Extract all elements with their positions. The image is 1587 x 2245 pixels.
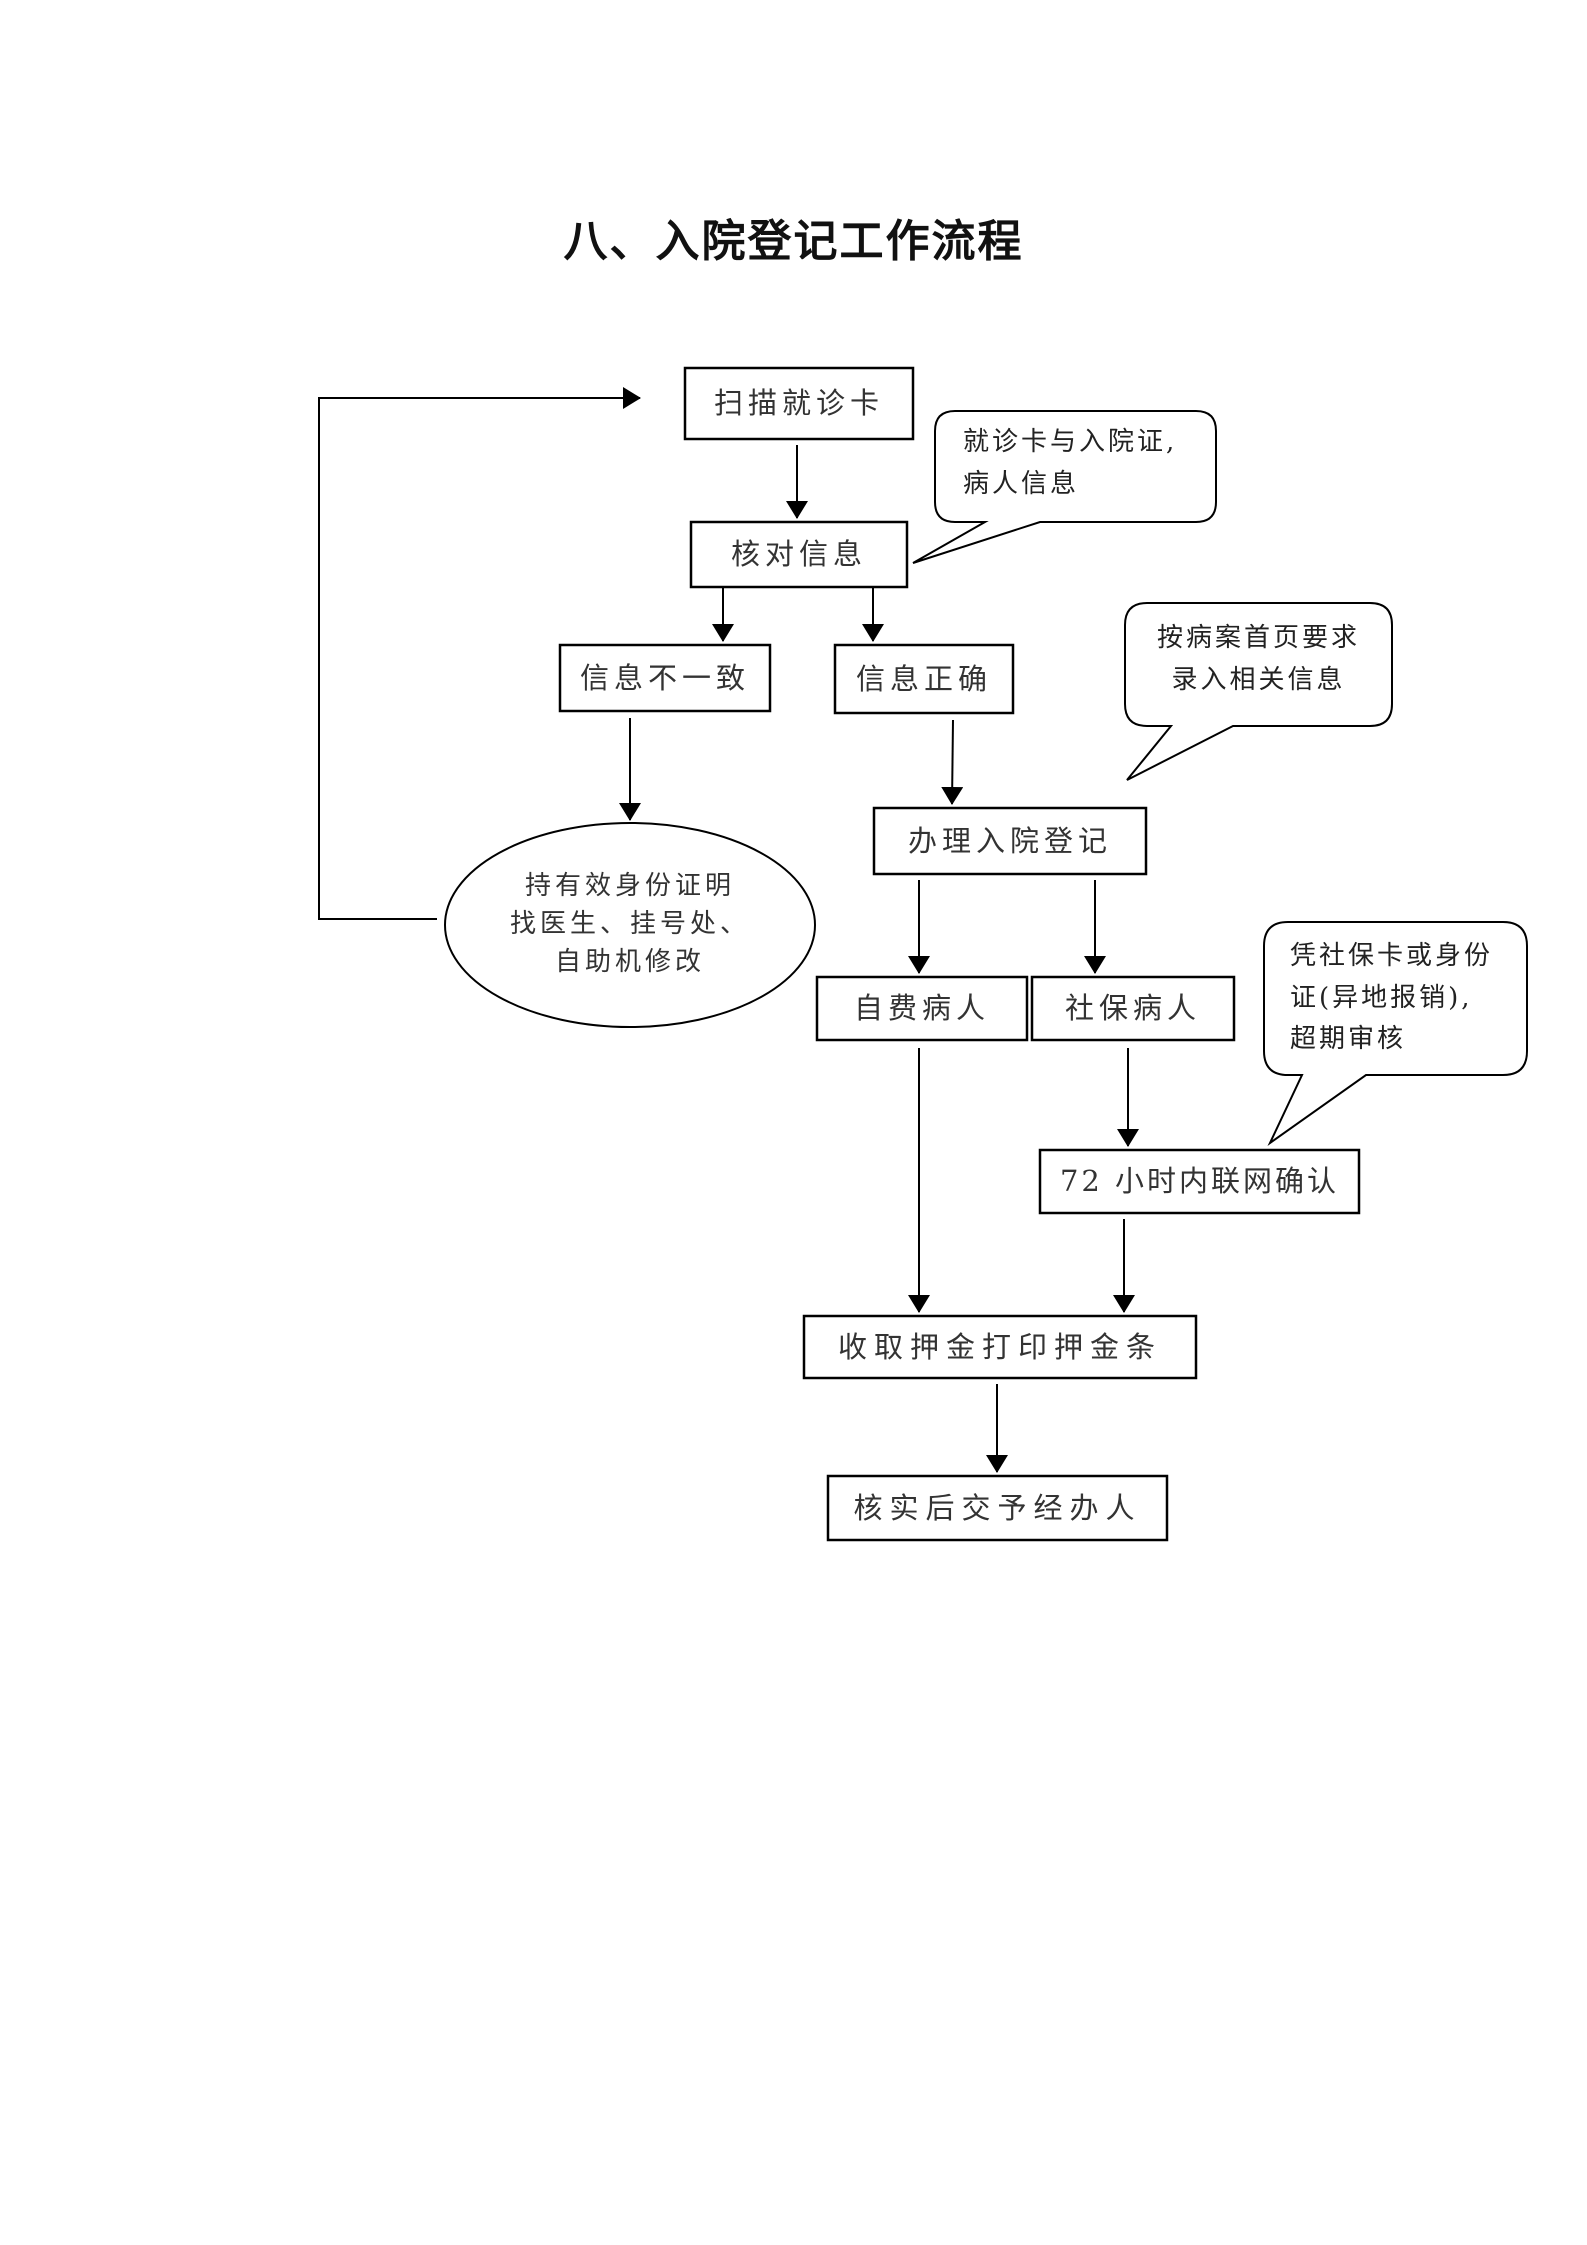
- node-admission-registration: [872, 806, 1148, 876]
- insurance-note-line-1: 凭社保卡或身份: [1290, 941, 1494, 971]
- node-collect-deposit-label: 收取押金打印押金条: [837, 1329, 1162, 1364]
- node-admission-registration-label: 办理入院登记: [907, 823, 1112, 858]
- node-online-confirm-72h-label: 72 小时内联网确认: [1059, 1164, 1340, 1199]
- registration-note-line-2: 录入相关信息: [1171, 664, 1346, 695]
- fix-info-line-3: 自助机修改: [554, 946, 705, 977]
- node-verify-info-label: 核对信息: [730, 537, 867, 572]
- edge-fix-to-scan: [318, 387, 641, 920]
- page-title: 八、入院登记工作流程: [563, 216, 1024, 267]
- node-self-pay-patient-label: 自费病人: [853, 991, 990, 1026]
- node-info-mismatch: [558, 643, 772, 713]
- insurance-note-text: 凭社保卡或身份 证(异地报销), 超期审核: [1290, 936, 1530, 1061]
- node-verify-info: [689, 520, 909, 589]
- registration-note-line-1: 按病案首页要求: [1156, 623, 1360, 653]
- node-social-insurance-patient: [1030, 975, 1236, 1042]
- node-verify-handover-label: 核实后交予经办人: [853, 1490, 1142, 1525]
- registration-note-text: 按病案首页要求 录入相关信息: [1125, 618, 1392, 701]
- insurance-note-line-3: 超期审核: [1290, 1024, 1407, 1055]
- node-fix-info: [444, 822, 816, 1028]
- node-verify-handover: [826, 1474, 1169, 1542]
- node-social-insurance-patient-label: 社保病人: [1064, 991, 1201, 1026]
- callout-insurance-note: [1263, 921, 1528, 1147]
- node-scan-card-label: 扫描就诊卡: [713, 386, 884, 421]
- insurance-note-line-2: 证(异地报销),: [1290, 982, 1473, 1013]
- node-collect-deposit: [802, 1314, 1198, 1380]
- node-fix-info-label: 持有效身份证明 找医生、挂号处、 自助机修改: [465, 855, 795, 995]
- fix-info-line-1: 持有效身份证明: [524, 871, 735, 902]
- fix-info-line-2: 找医生、挂号处、: [509, 909, 750, 940]
- verify-note-text: 就诊卡与入院证, 病人信息: [963, 422, 1213, 505]
- node-info-mismatch-label: 信息不一致: [579, 660, 750, 695]
- callout-verify-note: [912, 410, 1217, 564]
- verify-note-line-2: 病人信息: [963, 468, 1080, 499]
- callout-registration-note: [1124, 602, 1393, 781]
- node-online-confirm-72h: [1038, 1148, 1361, 1215]
- node-scan-card: [683, 366, 915, 441]
- node-self-pay-patient: [815, 975, 1029, 1042]
- edge-correct-to-registration: [941, 719, 964, 805]
- verify-note-line-1: 就诊卡与入院证,: [963, 427, 1178, 457]
- node-info-correct: [833, 643, 1015, 715]
- node-info-correct-label: 信息正确: [855, 661, 992, 696]
